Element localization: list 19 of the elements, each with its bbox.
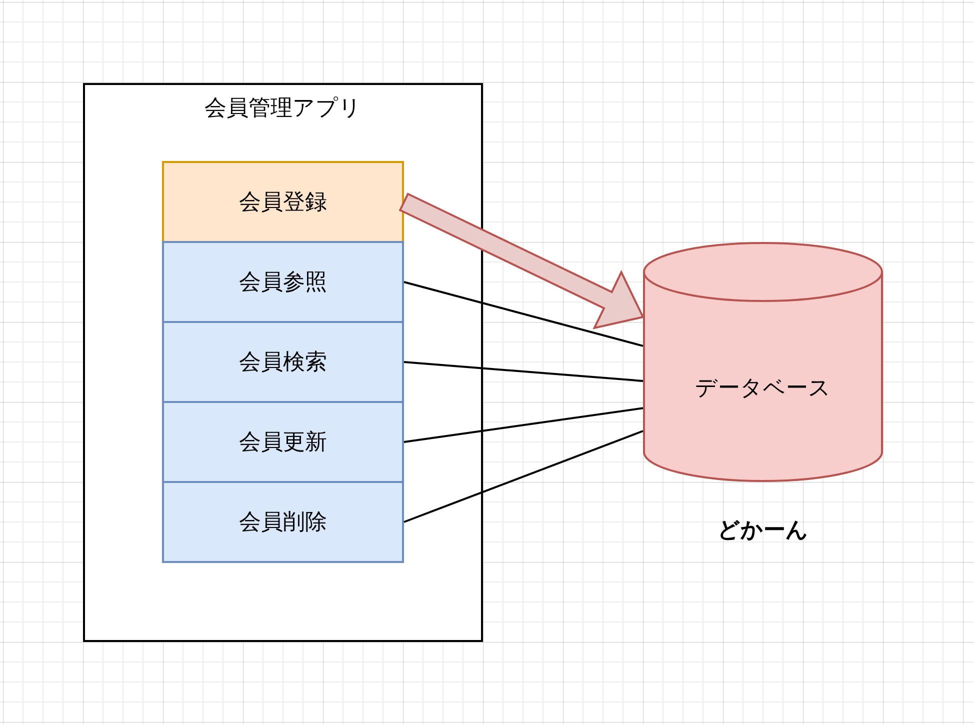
connector-line	[404, 361, 644, 382]
app-frame	[83, 83, 483, 642]
function-label: 会員登録	[239, 188, 327, 216]
database-label: データベース	[695, 374, 831, 402]
function-label: 会員削除	[239, 508, 327, 536]
function-block	[162, 321, 404, 403]
connector-line	[404, 281, 644, 347]
function-label: 会員検索	[239, 348, 327, 376]
block-arrow	[398, 192, 644, 330]
annotation-text: どかーん	[718, 516, 808, 544]
function-block	[162, 401, 404, 483]
function-block	[162, 481, 404, 563]
function-block	[162, 241, 404, 323]
function-label: 会員参照	[239, 268, 327, 296]
connector-line	[404, 407, 644, 443]
connector-line	[404, 430, 644, 523]
function-label: 会員更新	[239, 428, 327, 456]
function-block	[162, 161, 404, 243]
app-title: 会員管理アプリ	[204, 94, 362, 122]
